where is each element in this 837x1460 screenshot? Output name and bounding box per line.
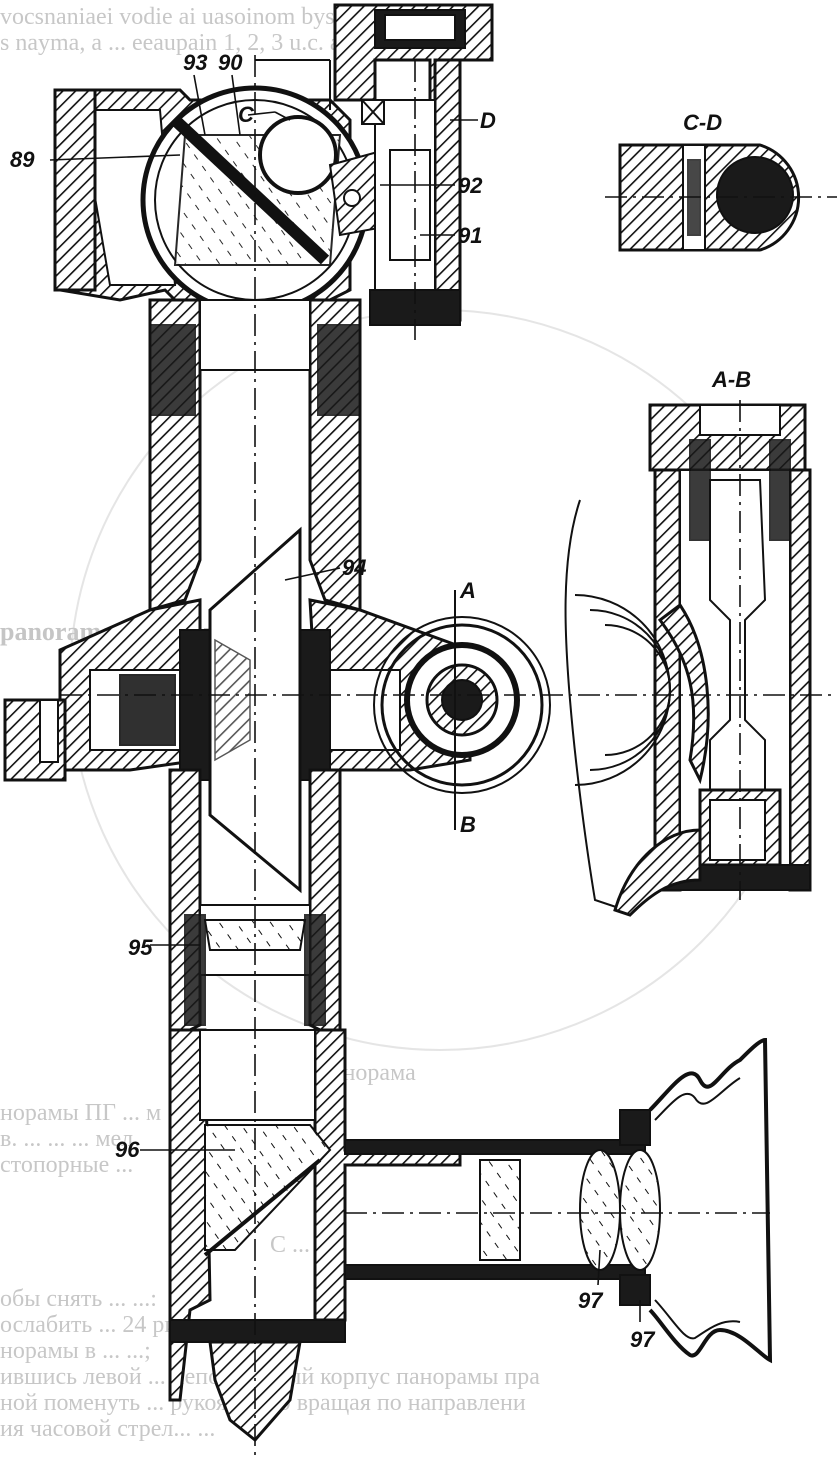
label-part-94: 94 — [342, 555, 366, 580]
bg-line: обы снять ... ...: — [0, 1286, 157, 1312]
bg-line: ия часовой стрел... ... — [0, 1416, 215, 1442]
label-part-90: 90 — [218, 50, 243, 75]
bg-line: стопорные ... — [0, 1152, 133, 1178]
label-part-97-upper: 97 — [578, 1288, 604, 1313]
bg-line: норамы в ... ...; — [0, 1338, 151, 1364]
main-housing — [3, 3, 773, 1443]
section-marks: C D A B C-D A-B — [238, 102, 751, 837]
section-a-b — [564, 403, 812, 917]
label-part-96: 96 — [115, 1137, 140, 1162]
label-part-89: 89 — [10, 147, 35, 172]
section-mark-d: D — [480, 108, 496, 133]
section-mark-a: A — [459, 578, 476, 603]
bg-top-line-2: s nayma, a ... eeaupain 1, 2, 3 u.c. a — [0, 30, 341, 56]
bg-line: в. ... ... ... мел — [0, 1126, 133, 1152]
label-part-92: 92 — [458, 173, 483, 198]
label-part-95: 95 — [128, 935, 153, 960]
label-part-97-lower: 97 — [630, 1327, 656, 1352]
label-part-93: 93 — [183, 50, 207, 75]
section-mark-c: C — [238, 102, 255, 127]
label-part-91: 91 — [458, 223, 482, 248]
section-title-a-b: A-B — [711, 367, 751, 392]
section-mark-b: B — [460, 812, 476, 837]
leader-lines — [49, 74, 641, 1322]
center-axes — [60, 55, 837, 1455]
part-labels: 89 90 91 92 93 94 95 96 97 97 — [10, 50, 656, 1352]
section-title-c-d: C-D — [683, 110, 722, 135]
